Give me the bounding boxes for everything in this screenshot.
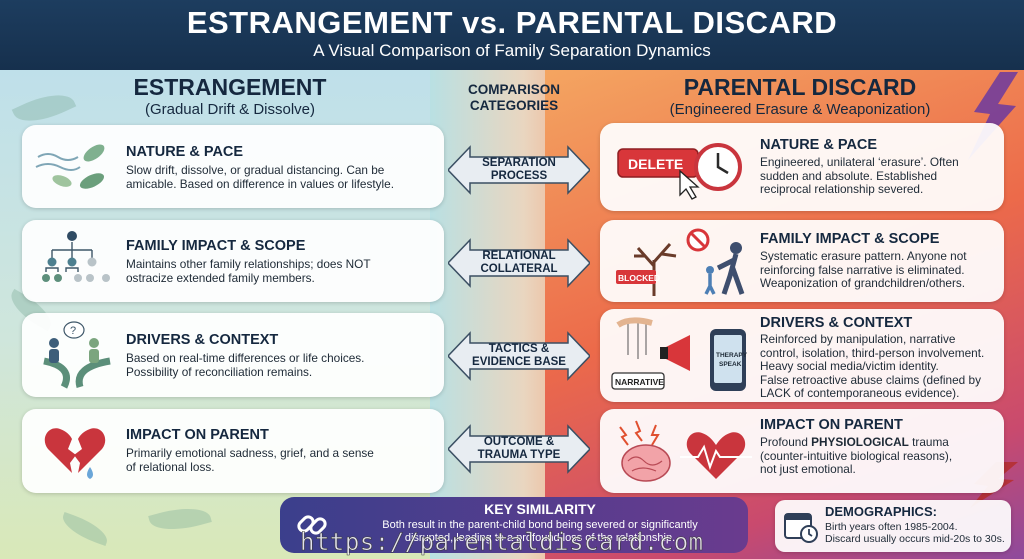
right-column-title: PARENTAL DISCARD (Engineered Erasure & W… bbox=[620, 74, 980, 118]
leaves-icon bbox=[35, 144, 105, 189]
card-heading: DRIVERS & CONTEXT bbox=[760, 315, 913, 331]
estrangement-title: ESTRANGEMENT bbox=[133, 74, 327, 100]
left-card-impact: IMPACT ON PARENT Primarily emotional sad… bbox=[22, 409, 444, 493]
family-tree-icon bbox=[42, 231, 110, 282]
page-title: ESTRANGEMENT vs. PARENTAL DISCARD bbox=[186, 5, 838, 40]
chain-link-icon bbox=[297, 515, 327, 535]
category-arrow-tactics: TACTICS &EVIDENCE BASE bbox=[448, 331, 590, 381]
right-card-family: BLOCKED FAMILY IMPACT & SCOPE Systematic… bbox=[600, 220, 1004, 302]
demographics-title: DEMOGRAPHICS: bbox=[825, 504, 937, 519]
right-card-nature: DELETE NATURE & PACE Engineered, unilate… bbox=[600, 123, 1004, 211]
card-heading: FAMILY IMPACT & SCOPE bbox=[126, 238, 306, 254]
estrangement-subtitle: (Gradual Drift & Dissolve) bbox=[144, 101, 316, 118]
key-similarity-title: KEY SIMILARITY bbox=[484, 501, 596, 517]
svg-text:NARRATIVE: NARRATIVE bbox=[615, 377, 664, 387]
svg-text:BLOCKED: BLOCKED bbox=[618, 273, 660, 283]
card-text: Based on real-time differences or life c… bbox=[126, 351, 365, 379]
card-heading: NATURE & PACE bbox=[760, 137, 878, 153]
card-text: Primarily emotional sadness, grief, and … bbox=[126, 446, 374, 474]
category-arrow-outcome: OUTCOME &TRAUMA TYPE bbox=[448, 424, 590, 474]
header-banner: ESTRANGEMENT vs. PARENTAL DISCARD A Visu… bbox=[0, 0, 1024, 70]
demographics-panel: DEMOGRAPHICS: Birth years often 1985-200… bbox=[775, 500, 1011, 552]
card-heading: IMPACT ON PARENT bbox=[126, 427, 269, 443]
card-heading: NATURE & PACE bbox=[126, 144, 244, 160]
card-text: Maintains other family relationships; do… bbox=[126, 257, 371, 285]
watermark-url[interactable]: https://parentaldiscard.com bbox=[300, 528, 704, 557]
delete-clock-icon: DELETE bbox=[617, 143, 742, 200]
left-card-drivers: ? DRIVERS & CONTEXT Based on real-time d… bbox=[22, 313, 444, 397]
svg-text:?: ? bbox=[70, 325, 76, 337]
comparison-categories-title: COMPARISON CATEGORIES bbox=[467, 82, 560, 113]
card-heading: IMPACT ON PARENT bbox=[760, 417, 903, 433]
card-heading: FAMILY IMPACT & SCOPE bbox=[760, 231, 940, 247]
card-text: Profound PHYSIOLOGICAL trauma (counter-i… bbox=[760, 435, 953, 476]
brain-heart-icon bbox=[619, 420, 752, 482]
parental-discard-title: PARENTAL DISCARD bbox=[683, 74, 917, 100]
right-card-impact: IMPACT ON PARENT Profound PHYSIOLOGICAL … bbox=[600, 409, 1004, 493]
diverging-paths-icon: ? bbox=[43, 321, 111, 389]
parental-discard-subtitle: (Engineered Erasure & Weaponization) bbox=[669, 101, 931, 118]
puppet-megaphone-icon: NARRATIVE THERAPY SPEAK bbox=[611, 317, 748, 391]
left-column-title: ESTRANGEMENT (Gradual Drift & Dissolve) bbox=[70, 74, 390, 118]
left-card-nature: NATURE & PACE Slow drift, dissolve, or g… bbox=[22, 125, 444, 208]
demographics-text: Birth years often 1985-2004.Discard usua… bbox=[825, 521, 1005, 545]
page-subtitle: A Visual Comparison of Family Separation… bbox=[313, 41, 711, 60]
key-similarity-text: Both result in the parent-child bond bei… bbox=[382, 519, 698, 544]
right-card-drivers: NARRATIVE THERAPY SPEAK DRIVERS & CONTEX… bbox=[600, 309, 1004, 402]
card-heading: DRIVERS & CONTEXT bbox=[126, 332, 279, 348]
blocked-tree-icon: BLOCKED bbox=[616, 228, 745, 296]
broken-heart-icon bbox=[44, 428, 106, 479]
svg-text:SPEAK: SPEAK bbox=[719, 361, 742, 368]
card-text: Slow drift, dissolve, or gradual distanc… bbox=[126, 163, 394, 191]
left-card-family: FAMILY IMPACT & SCOPE Maintains other fa… bbox=[22, 220, 444, 302]
key-similarity-panel: KEY SIMILARITY Both result in the parent… bbox=[280, 497, 748, 553]
svg-text:THERAPY: THERAPY bbox=[716, 352, 748, 359]
calendar-clock-icon bbox=[784, 513, 818, 543]
svg-text:DELETE: DELETE bbox=[628, 156, 683, 172]
